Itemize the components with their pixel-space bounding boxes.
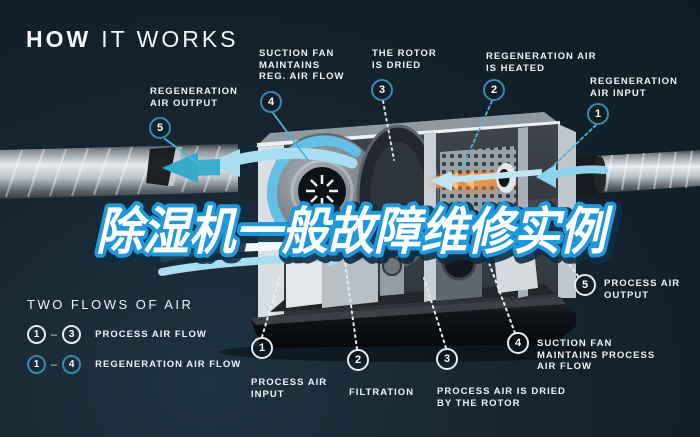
legend-row-regeneration: 1 – 4 REGENERATION AIR FLOW: [27, 355, 241, 374]
badge-regen-output-5: 5: [149, 117, 171, 139]
right-duct: [572, 150, 700, 197]
label-filtration: FILTRATION: [349, 387, 414, 399]
label-line: SUCTION FAN: [259, 48, 335, 59]
label-regeneration-air-input: REGENERATION AIR INPUT: [590, 76, 678, 99]
label-line: IS DRIED: [372, 59, 422, 71]
badge-process-dried-3: 3: [436, 348, 458, 370]
label-line: PROCESS AIR: [251, 377, 328, 388]
label-line: THE ROTOR: [372, 48, 437, 59]
label-line: REGENERATION: [590, 76, 678, 87]
badge-regen-input-1: 1: [587, 103, 609, 125]
title-light: IT WORKS: [101, 26, 239, 52]
fan-blades-icon: [306, 175, 338, 207]
label-rotor-is-dried: THE ROTOR IS DRIED: [372, 48, 437, 71]
legend-badge-from: 1: [27, 355, 46, 374]
label-line: FILTRATION: [349, 387, 415, 398]
label-line: BY THE ROTOR: [437, 397, 521, 409]
badge-process-output-5: 5: [574, 274, 596, 296]
legend-two-flows: TWO FLOWS OF AIR 1 – 3 PROCESS AIR FLOW …: [27, 297, 241, 385]
label-line: REGENERATION: [150, 86, 238, 97]
label-line: AIR FLOW: [537, 361, 592, 372]
label-line: MAINTAINS PROCESS: [537, 349, 656, 361]
legend-badge-from: 1: [27, 325, 46, 344]
label-line: AIR OUTPUT: [150, 97, 219, 109]
label-line: MAINTAINS: [259, 59, 321, 71]
badge-filtration-2: 2: [347, 349, 369, 371]
badge-suction-reg-4: 4: [260, 91, 282, 113]
label-line: SUCTION FAN: [537, 338, 613, 349]
label-line: PROCESS AIR: [604, 278, 681, 289]
label-regeneration-air-output: REGENERATION AIR OUTPUT: [150, 86, 238, 109]
legend-row-process: 1 – 3 PROCESS AIR FLOW: [27, 325, 241, 344]
leader-lines: [164, 100, 597, 350]
label-process-air-dried: PROCESS AIR IS DRIED BY THE ROTOR: [437, 386, 566, 409]
label-process-air-output: PROCESS AIR OUTPUT: [604, 278, 680, 301]
legend-label: REGENERATION AIR FLOW: [95, 359, 242, 370]
airflow-arrows: [158, 135, 608, 276]
title-bold: HOW: [26, 26, 92, 52]
legend-label: PROCESS AIR FLOW: [95, 329, 207, 340]
label-regeneration-air-heated: REGENERATION AIR IS HEATED: [486, 51, 596, 74]
label-suction-fan-process: SUCTION FAN MAINTAINS PROCESS AIR FLOW: [537, 338, 655, 373]
label-line: PROCESS AIR IS DRIED: [437, 386, 566, 397]
label-suction-fan-reg: SUCTION FAN MAINTAINS REG. AIR FLOW: [259, 48, 344, 83]
label-line: OUTPUT: [604, 289, 650, 301]
badge-regen-heated-2: 2: [483, 79, 505, 101]
label-line: IS HEATED: [486, 62, 545, 74]
legend-title: TWO FLOWS OF AIR: [27, 297, 194, 312]
label-line: REG. AIR FLOW: [259, 71, 345, 82]
label-line: REGENERATION AIR: [486, 51, 597, 62]
label-line: INPUT: [251, 388, 285, 400]
badge-suction-process-4: 4: [507, 332, 529, 354]
label-line: AIR INPUT: [590, 87, 647, 99]
legend-dash: –: [51, 328, 58, 341]
label-process-air-input: PROCESS AIR INPUT: [251, 377, 327, 400]
legend-badge-to: 3: [62, 325, 82, 344]
legend-dash: –: [51, 358, 58, 371]
badge-process-input-1: 1: [251, 337, 273, 359]
legend-badge-to: 4: [62, 355, 82, 374]
page-title: HOW IT WORKS: [26, 26, 239, 53]
badge-rotor-dried-3: 3: [371, 79, 393, 101]
